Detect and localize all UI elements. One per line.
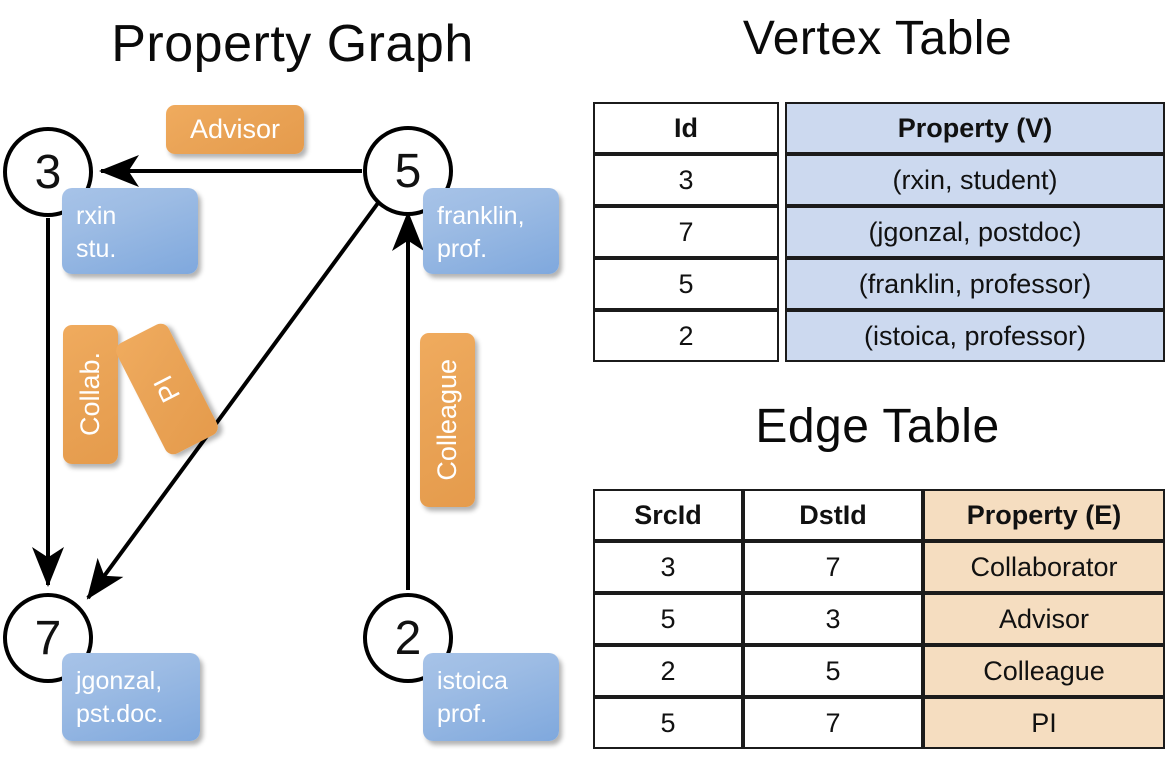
vertex-table-column-gap <box>779 310 785 362</box>
vertex-table-header-property: Property (V) <box>785 102 1165 154</box>
edge-row-0-src: 3 <box>593 541 743 593</box>
edge-table-header-property: Property (E) <box>923 489 1165 541</box>
vertex-row-2-id: 5 <box>593 258 779 310</box>
vertex-row-3-property: (istoica, professor) <box>785 310 1165 362</box>
page-title-property-graph: Property Graph <box>111 15 474 73</box>
edge-table: SrcId DstId Property (E) 3 7 Collaborato… <box>593 489 1165 749</box>
vertex-table-header-row: Id Property (V) <box>593 102 1165 154</box>
edge-label-collab: Collab. <box>63 325 118 464</box>
edge-row-0-dst: 7 <box>743 541 923 593</box>
edge-label-collab-text: Collab. <box>75 352 105 437</box>
vertex-row-0-property: (rxin, student) <box>785 154 1165 206</box>
vertex-row-1-property: (jgonzal, postdoc) <box>785 206 1165 258</box>
vertex-row-0-id: 3 <box>593 154 779 206</box>
vertex-property-box-5-line1: franklin, <box>437 202 525 230</box>
vertex-row-2-property: (franklin, professor) <box>785 258 1165 310</box>
graph-edge-lines <box>32 155 424 600</box>
graph-node-2[interactable]: 2 <box>363 593 453 683</box>
graph-node-7-label: 7 <box>34 611 62 665</box>
graph-node-2-label: 2 <box>394 611 422 665</box>
vertex-property-box-5: franklin, prof. <box>423 188 559 274</box>
vertex-table-column-gap <box>779 154 785 206</box>
vertex-property-box-2-line1: istoica <box>437 667 508 695</box>
edge-label-colleague-text: Colleague <box>432 359 462 481</box>
vertex-property-box-3: rxin stu. <box>62 188 198 274</box>
vertex-table-column-gap <box>779 206 785 258</box>
edge-label-advisor-text: Advisor <box>189 114 281 144</box>
edge-row-2-dst: 5 <box>743 645 923 697</box>
table-row[interactable]: 2 (istoica, professor) <box>593 310 1165 362</box>
vertex-property-box-7-line1: jgonzal, <box>76 667 163 695</box>
section-title-edge-table: Edge Table <box>755 400 1000 453</box>
vertex-table-column-gap <box>779 102 785 154</box>
edge-row-3-src: 5 <box>593 697 743 749</box>
vertex-table-column-gap <box>779 258 785 310</box>
table-row[interactable]: 5 3 Advisor <box>593 593 1165 645</box>
edge-label-pi-text: PI <box>147 371 186 408</box>
edge-table-header-srcid: SrcId <box>593 489 743 541</box>
edge-label-colleague: Colleague <box>420 333 475 507</box>
table-row[interactable]: 5 (franklin, professor) <box>593 258 1165 310</box>
section-title-vertex-table: Vertex Table <box>742 12 1013 65</box>
table-row[interactable]: 7 (jgonzal, postdoc) <box>593 206 1165 258</box>
table-row[interactable]: 3 7 Collaborator <box>593 541 1165 593</box>
edge-table-header-dstid: DstId <box>743 489 923 541</box>
graph-node-3-label: 3 <box>34 145 62 199</box>
vertex-property-box-7: jgonzal, pst.doc. <box>62 653 200 741</box>
edge-row-2-property: Colleague <box>923 645 1165 697</box>
table-row[interactable]: 5 7 PI <box>593 697 1165 749</box>
table-row[interactable]: 3 (rxin, student) <box>593 154 1165 206</box>
graph-node-5-label: 5 <box>394 144 422 198</box>
edge-label-advisor: Advisor <box>166 105 304 154</box>
property-graph-diagram: 3 5 7 2 rxin stu. franklin, prof. jgonza… <box>3 105 559 741</box>
edge-row-0-property: Collaborator <box>923 541 1165 593</box>
edge-row-3-property: PI <box>923 697 1165 749</box>
edge-row-3-dst: 7 <box>743 697 923 749</box>
edge-row-1-src: 5 <box>593 593 743 645</box>
edge-row-2-src: 2 <box>593 645 743 697</box>
vertex-property-box-3-line1: rxin <box>76 202 117 230</box>
vertex-table: Id Property (V) 3 (rxin, student) 7 (jgo… <box>593 102 1165 362</box>
vertex-row-1-id: 7 <box>593 206 779 258</box>
edge-table-header-row: SrcId DstId Property (E) <box>593 489 1165 541</box>
vertex-table-header-id: Id <box>593 102 779 154</box>
vertex-property-box-2-line2: prof. <box>437 700 488 728</box>
edge-row-1-property: Advisor <box>923 593 1165 645</box>
vertex-property-box-2: istoica prof. <box>423 653 559 741</box>
vertex-property-box-7-line2: pst.doc. <box>76 700 164 728</box>
edge-line-5-to-7 <box>86 201 380 600</box>
table-row[interactable]: 2 5 Colleague <box>593 645 1165 697</box>
vertex-row-3-id: 2 <box>593 310 779 362</box>
vertex-property-box-3-line2: stu. <box>76 235 117 263</box>
vertex-property-box-5-line2: prof. <box>437 235 488 263</box>
edge-row-1-dst: 3 <box>743 593 923 645</box>
